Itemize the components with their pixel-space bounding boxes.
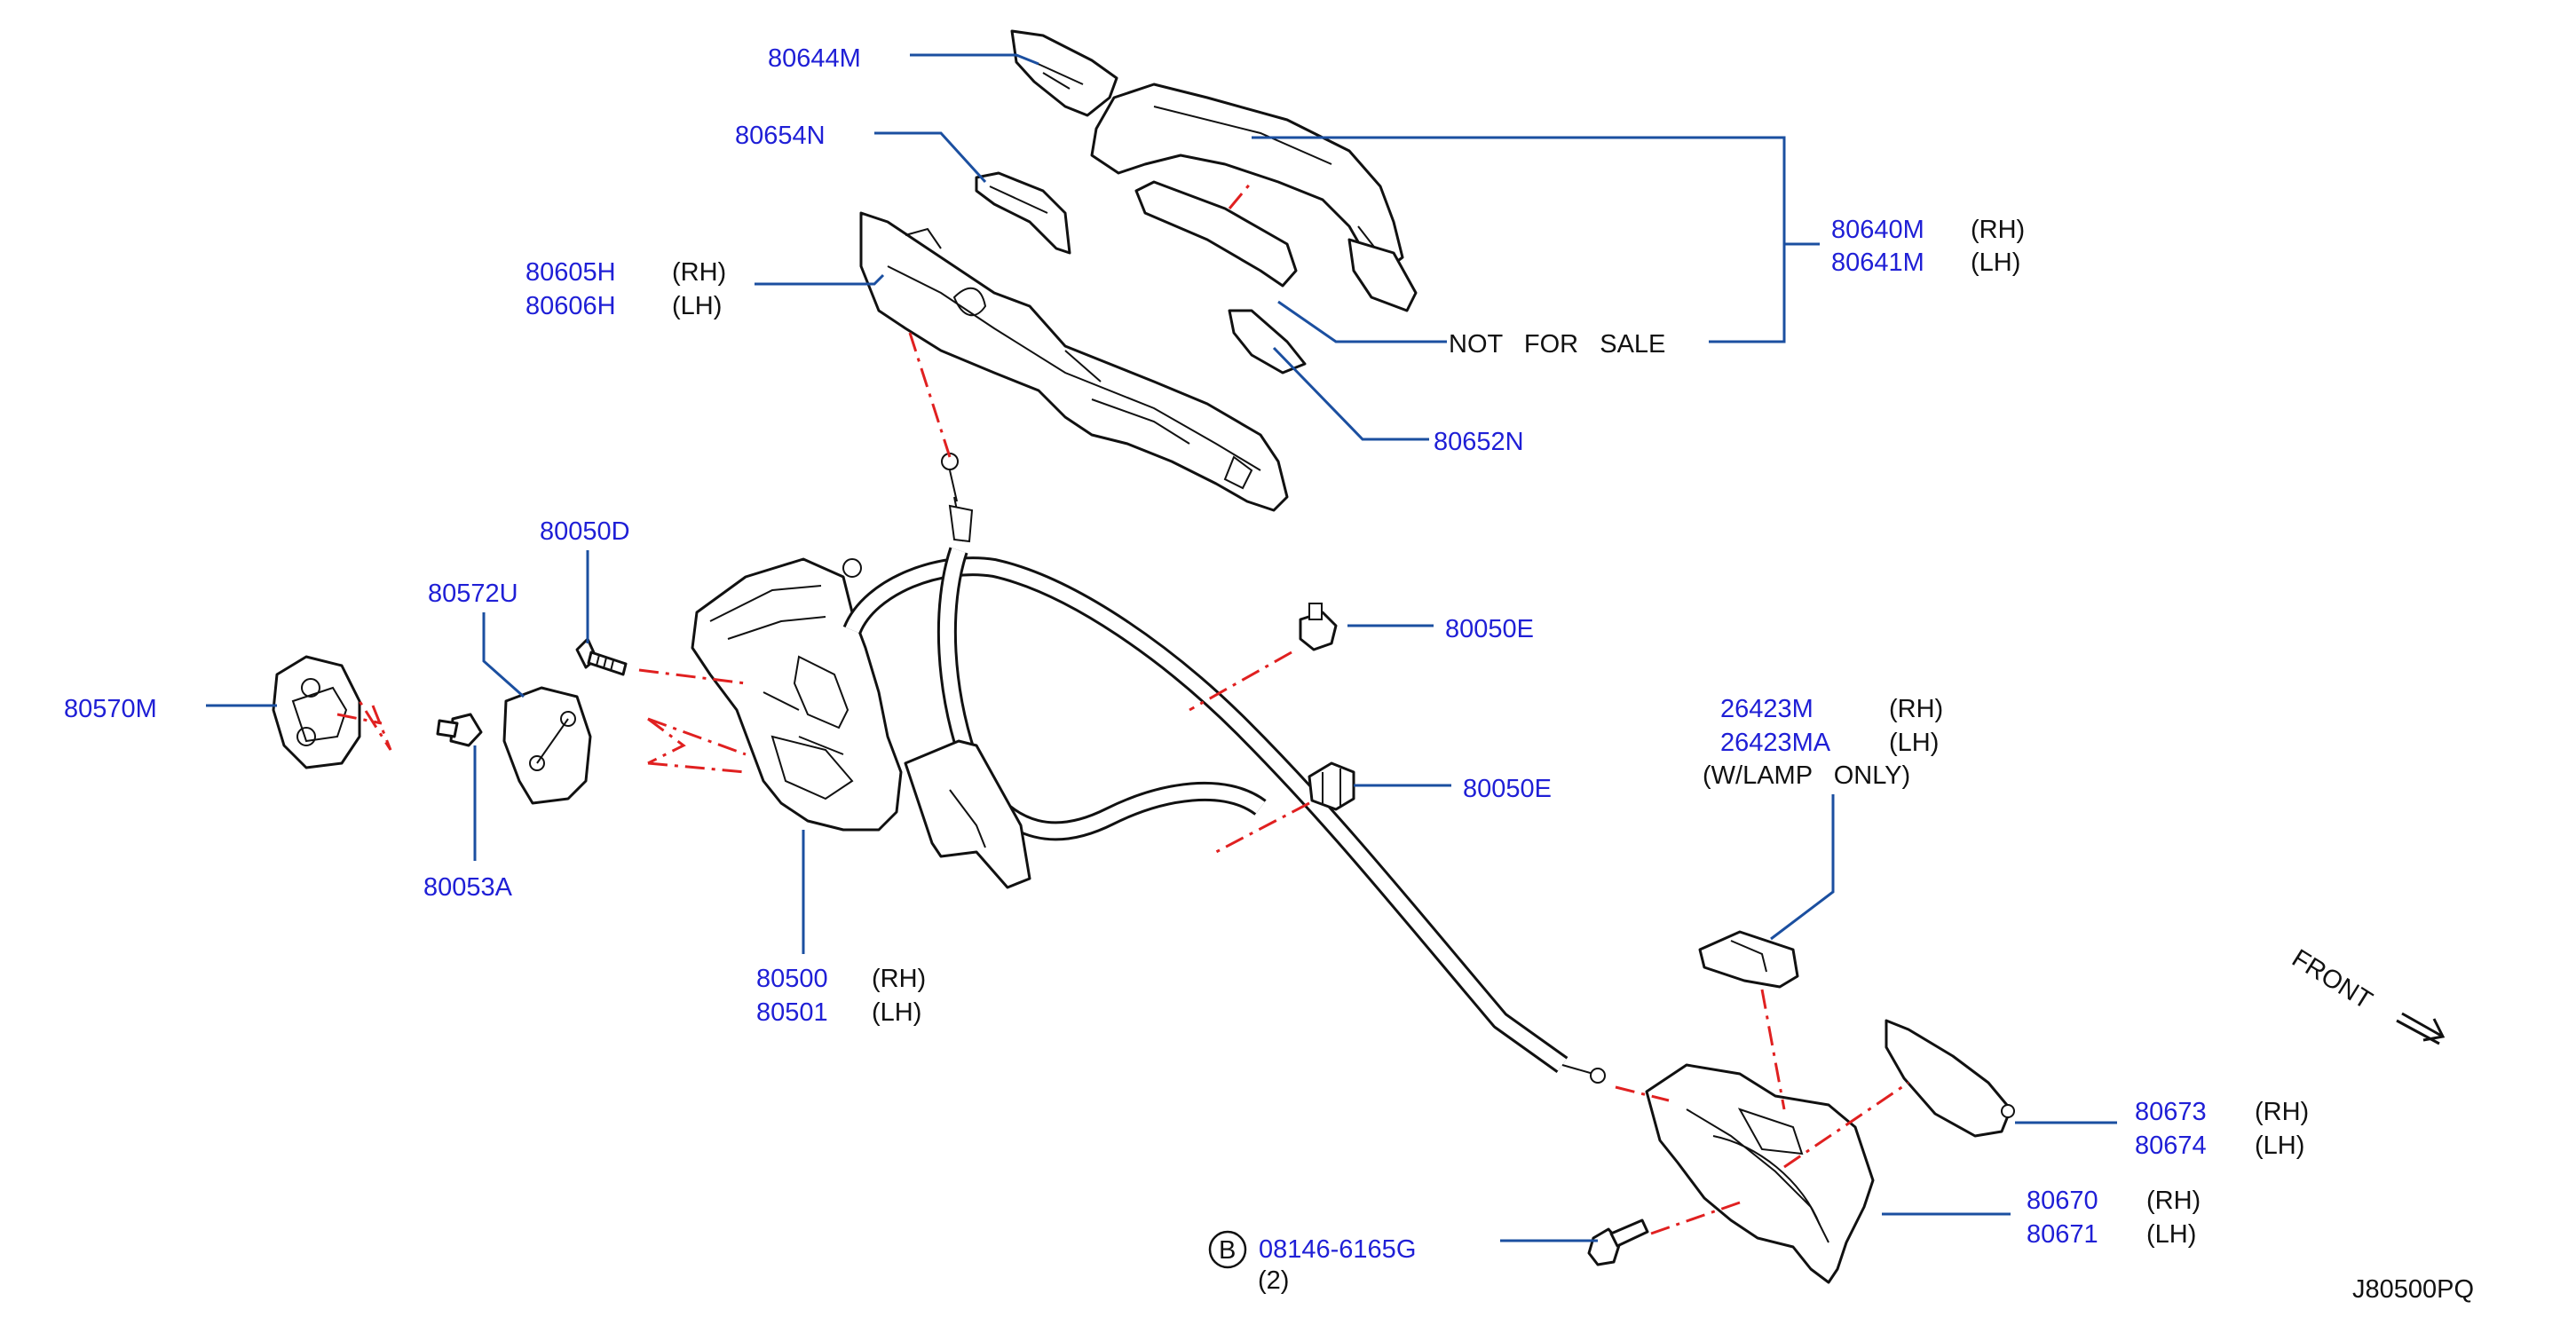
gasket-80652N [1228,309,1307,375]
screw-80050D [575,637,628,676]
label-80652N[interactable]: 80652N [1434,428,1524,456]
suffix-lh-26423MA: (LH) [1889,729,1939,757]
label-80500[interactable]: 80500 [756,965,828,993]
label-80654N[interactable]: 80654N [735,122,826,150]
inside-handle-80670 [1645,1063,1875,1284]
escutcheon-cap-80644M [1010,29,1118,117]
suffix-lh-80674: (LH) [2255,1132,2304,1160]
label-80606H[interactable]: 80606H [525,292,616,320]
bolt-marker-b-icon: B [1208,1230,1247,1269]
wlamp-only-note: (W/LAMP ONLY) [1703,761,1910,790]
label-80501[interactable]: 80501 [756,998,828,1027]
label-80644M[interactable]: 80644M [768,44,861,73]
suffix-rh-80500: (RH) [872,965,926,993]
handle-insert [1134,180,1298,288]
handle-bracket-80605H [859,211,1289,512]
label-26423MA[interactable]: 26423MA [1720,729,1831,757]
label-80050D[interactable]: 80050D [540,517,630,546]
not-for-sale-note: NOT FOR SALE [1449,330,1665,359]
label-80050E-upper[interactable]: 80050E [1445,615,1534,643]
bolt-08146-6165G [1587,1218,1649,1266]
clip-80050E-upper [1299,603,1338,651]
escutcheon-80673 [1885,1019,2015,1138]
suffix-rh-80640M: (RH) [1971,216,2025,244]
label-80641M[interactable]: 80641M [1831,248,1924,277]
suffix-lh-80671: (LH) [2146,1220,2196,1249]
lamp-26423M [1698,930,1799,989]
lock-cable [842,453,1606,1084]
label-80673[interactable]: 80673 [2135,1098,2207,1126]
suffix-lh-80501: (LH) [872,998,921,1027]
gasket-80654N [975,171,1071,255]
striker-80570M [272,655,361,769]
label-08146-6165G[interactable]: 08146-6165G [1259,1235,1416,1264]
cable-bracket [904,739,1031,889]
front-arrow-icon [2396,1012,2446,1045]
suffix-lh-80641M: (LH) [1971,248,2020,277]
leader-lines [206,53,2117,1242]
outside-handle-80640M [1090,83,1418,312]
label-80572U[interactable]: 80572U [428,580,518,608]
clip-80050E-lower [1308,761,1355,811]
suffix-rh-80605H: (RH) [672,258,726,287]
label-26423M[interactable]: 26423M [1720,695,1813,723]
label-80050E-lower[interactable]: 80050E [1463,775,1552,803]
screw-80053A [436,713,483,747]
shim-80572U [502,686,592,805]
label-80053A[interactable]: 80053A [423,873,513,902]
front-label: FRONT [2287,944,2377,1015]
label-80640M[interactable]: 80640M [1831,216,1924,244]
suffix-lh-80606H: (LH) [672,292,722,320]
label-80605H[interactable]: 80605H [525,258,616,287]
suffix-rh-80673: (RH) [2255,1098,2309,1126]
suffix-rh-26423M: (RH) [1889,695,1943,723]
bolt-marker-letter: B [1219,1236,1236,1265]
label-80671[interactable]: 80671 [2027,1220,2098,1249]
quantity-note: (2) [1258,1266,1289,1295]
suffix-rh-80670: (RH) [2146,1187,2201,1215]
assembly-indicator-lines [336,181,1909,1235]
label-80570M[interactable]: 80570M [64,695,157,723]
label-80670[interactable]: 80670 [2027,1187,2098,1215]
diagram-id: J80500PQ [2352,1275,2474,1304]
label-80674[interactable]: 80674 [2135,1132,2207,1160]
